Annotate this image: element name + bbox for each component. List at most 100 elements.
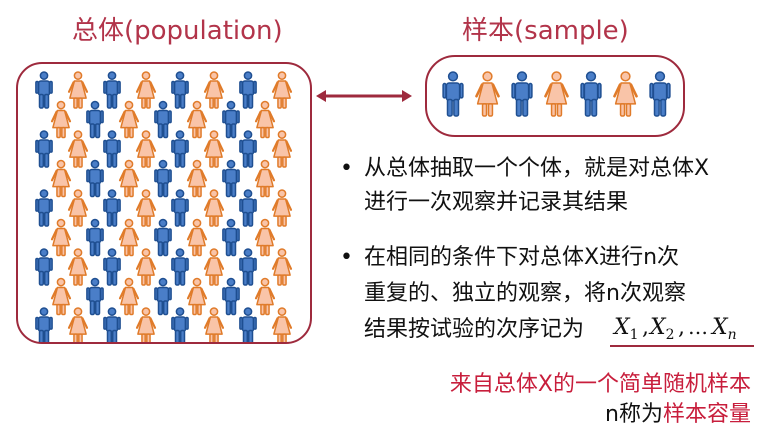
formula-comma: , [642,315,649,340]
conclusion-prefix: n称为 [605,402,663,427]
bullet-1-line-1: 从总体抽取一个个体，就是对总体X [364,156,710,181]
male-person-icon [154,100,172,139]
male-person-icon [222,277,240,316]
female-person-icon [135,130,157,168]
conclusion-line-1: 来自总体X的一个简单随机样本 [449,372,751,397]
female-person-icon [271,189,293,227]
female-person-icon [271,71,293,109]
formula-ellipsis: … [688,315,708,339]
female-person-icon [186,277,208,316]
population-frame [16,62,312,345]
female-person-icon [186,159,208,198]
female-person-icon [50,159,72,198]
female-person-icon [118,277,140,316]
male-person-icon [154,277,172,316]
male-person-icon [35,71,53,109]
male-person-icon [103,130,121,168]
male-person-icon [35,130,53,168]
male-person-icon [239,248,257,286]
female-person-icon [254,100,276,139]
female-person-icon [475,71,500,117]
male-person-icon [103,71,121,109]
female-person-icon [118,100,140,139]
sample-size-term: 样本容量 [662,402,751,427]
female-person-icon [254,277,276,316]
female-person-icon [67,71,89,109]
female-person-icon [118,159,140,198]
female-person-icon [271,130,293,168]
male-person-icon [103,248,121,286]
female-person-icon [135,307,157,345]
conclusion-line-2: n称为样本容量 [605,398,751,432]
population-title: 总体(population) [72,16,283,46]
male-person-icon [103,307,121,345]
male-person-icon [222,100,240,139]
female-person-icon [203,189,225,227]
male-person-icon [35,189,53,227]
female-person-icon [50,218,72,257]
bullet-2-line-2: 重复的、独立的观察，将n次观察 [364,281,686,306]
female-person-icon [50,277,72,316]
male-person-icon [86,100,104,139]
male-person-icon [442,71,464,117]
formula-comma: , [678,315,685,340]
male-person-icon [239,189,257,227]
male-person-icon [171,307,189,345]
male-person-icon [171,189,189,227]
male-person-icon [171,248,189,286]
male-person-icon [86,159,104,198]
population-crowd [35,71,293,345]
sample-title: 样本(sample) [462,16,629,46]
female-person-icon [203,71,225,109]
female-person-icon [67,307,89,345]
female-person-icon [203,307,225,345]
female-person-icon [254,218,276,257]
female-person-icon [186,100,208,139]
sample-frame [425,55,685,137]
male-person-icon [222,218,240,257]
double-arrow-icon [316,90,412,102]
female-person-icon [271,248,293,286]
bullet-dot: • [340,245,353,270]
male-person-icon [154,159,172,198]
female-person-icon [67,189,89,227]
female-person-icon [254,159,276,198]
male-person-icon [103,189,121,227]
male-person-icon [171,130,189,168]
male-person-icon [239,307,257,345]
bullet-2-line-3: 结果按试验的次序记为 [364,317,585,342]
male-person-icon [239,130,257,168]
female-person-icon [203,130,225,168]
male-person-icon [86,277,104,316]
male-person-icon [171,71,189,109]
female-person-icon [186,218,208,257]
formula-x2: X2 [648,315,675,343]
female-person-icon [544,71,569,117]
male-person-icon [154,218,172,257]
female-person-icon [135,189,157,227]
female-person-icon [67,130,89,168]
male-person-icon [649,71,671,117]
female-person-icon [271,307,293,345]
female-person-icon [118,218,140,257]
bullet-2-line-1: 在相同的条件下对总体X进行n次 [364,245,680,270]
female-person-icon [613,71,638,117]
male-person-icon [511,71,533,117]
bullet-1-line-2: 进行一次观察并记录其结果 [364,190,629,215]
male-person-icon [35,307,53,345]
female-person-icon [67,248,89,286]
male-person-icon [222,159,240,198]
bullet-dot: • [340,156,353,181]
sample-formula: X1 , X2 , … Xn [610,315,754,347]
female-person-icon [135,71,157,109]
female-person-icon [135,248,157,286]
female-person-icon [203,248,225,286]
formula-xn: Xn [710,315,737,343]
sample-people [442,71,671,117]
male-person-icon [580,71,602,117]
male-person-icon [35,248,53,286]
female-person-icon [50,100,72,139]
formula-x1: X1 [612,315,639,343]
male-person-icon [239,71,257,109]
male-person-icon [86,218,104,257]
